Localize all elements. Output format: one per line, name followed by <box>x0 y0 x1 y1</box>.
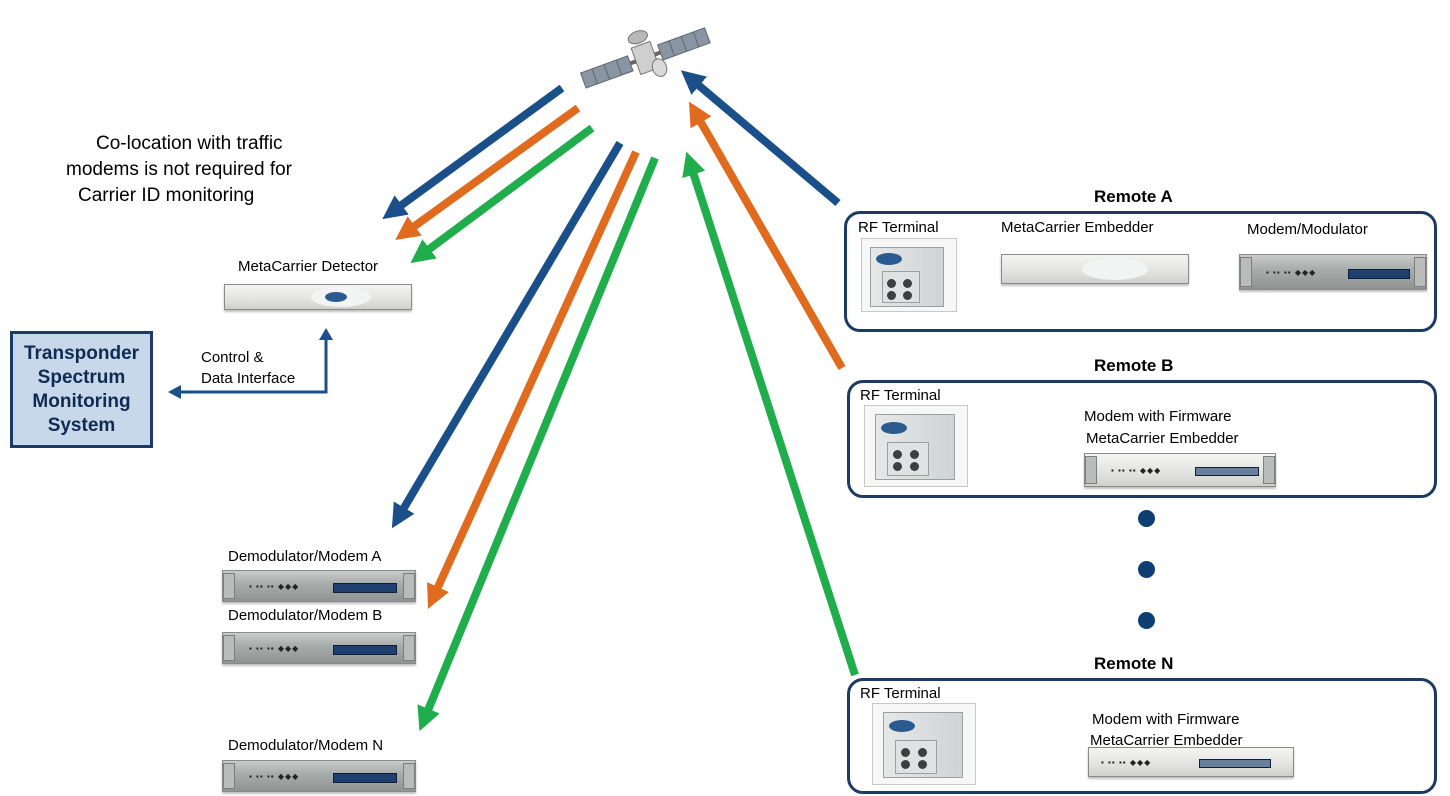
remote-a-embedder-device <box>1001 254 1189 284</box>
remote-a-box: RF Terminal MetaCarrier Embedder Modem/M… <box>844 211 1437 332</box>
remote-a-embedder-label: MetaCarrier Embedder <box>1001 219 1154 236</box>
metacarrier-detector-device <box>224 284 412 310</box>
demod-a-device: ▪ ▪▪ ▪▪ ◆◆◆ <box>222 570 416 602</box>
tsm-line-4: System <box>47 414 116 436</box>
remote-b-title: Remote B <box>1094 356 1174 375</box>
remote-b-rf-terminal <box>864 405 968 487</box>
remote-n-rf-terminal <box>872 703 976 785</box>
downlink-orange-detector <box>395 104 581 241</box>
downlink-blue-detector <box>382 84 565 220</box>
remote-b-modem-line-2: MetaCarrier Embedder <box>1086 430 1239 447</box>
note-line-3: Carrier ID monitoring <box>78 185 255 206</box>
remote-a-modem-device: ▪ ▪▪ ▪▪ ◆◆◆ <box>1239 254 1427 290</box>
control-line-1: Control & <box>201 349 264 366</box>
remote-n-modem-line-1: Modem with Firmware <box>1092 711 1240 728</box>
remote-a-title: Remote A <box>1094 187 1173 206</box>
remote-n-modem-device: ▪ ▪▪ ▪▪ ◆◆◆ <box>1088 747 1294 777</box>
demod-a-label: Demodulator/Modem A <box>228 548 382 565</box>
demod-n-device: ▪ ▪▪ ▪▪ ◆◆◆ <box>222 760 416 792</box>
remote-a-rf-terminal <box>861 238 957 312</box>
front-panel-display <box>333 645 397 655</box>
uplink-orange-remote-b <box>689 101 846 370</box>
transponder-spectrum-monitoring-system: Transponder Spectrum Monitoring System <box>10 331 153 448</box>
demod-b-label: Demodulator/Modem B <box>228 607 383 624</box>
downlink-green-demod-n <box>417 156 659 732</box>
note-line-1: Co-location with traffic <box>96 133 283 154</box>
downlink-orange-demod-b <box>427 150 640 609</box>
remote-n-title: Remote N <box>1094 654 1174 673</box>
detector-label: MetaCarrier Detector <box>238 258 379 275</box>
front-panel-display <box>333 583 397 593</box>
uplink-green-remote-n <box>682 151 859 677</box>
tsm-line-2: Spectrum <box>37 366 126 388</box>
control-interface-line <box>180 336 328 394</box>
remote-a-modem-label: Modem/Modulator <box>1247 221 1368 238</box>
remote-b-box: RF Terminal Modem with Firmware MetaCarr… <box>847 380 1437 498</box>
control-line-2: Data Interface <box>201 370 296 387</box>
remote-b-rf-label: RF Terminal <box>860 387 941 404</box>
front-panel-display <box>333 773 397 783</box>
ellipsis-dot <box>1138 561 1155 578</box>
note-line-2: modems is not required for <box>66 159 292 180</box>
remote-b-modem-line-1: Modem with Firmware <box>1084 408 1232 425</box>
remote-a-rf-label: RF Terminal <box>858 219 939 236</box>
uplink-blue-remote-a <box>680 70 841 207</box>
tsm-line-1: Transponder <box>23 342 140 364</box>
ellipsis-dot <box>1138 612 1155 629</box>
downlink-green-detector <box>410 124 595 264</box>
remote-n-modem-line-2: MetaCarrier Embedder <box>1090 732 1243 749</box>
satellite-icon <box>579 27 711 89</box>
remote-n-rf-label: RF Terminal <box>860 685 941 702</box>
downlink-blue-demod-a <box>391 140 624 529</box>
ellipsis-dot <box>1138 510 1155 527</box>
tsm-line-3: Monitoring <box>32 390 131 412</box>
demod-n-label: Demodulator/Modem N <box>228 737 384 754</box>
demod-b-device: ▪ ▪▪ ▪▪ ◆◆◆ <box>222 632 416 664</box>
remote-b-modem-device: ▪ ▪▪ ▪▪ ◆◆◆ <box>1084 453 1276 487</box>
remote-n-box: RF Terminal Modem with Firmware MetaCarr… <box>847 678 1437 794</box>
